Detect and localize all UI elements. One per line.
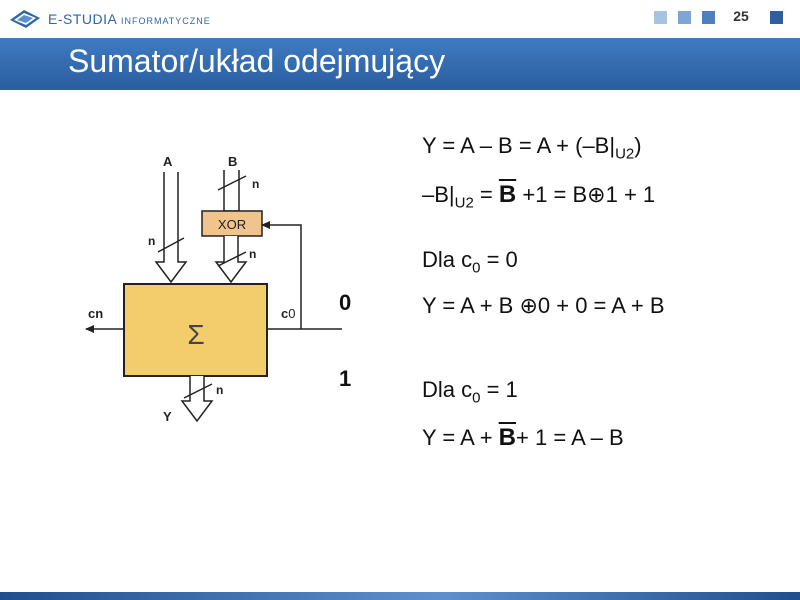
formula-line-2: –B|U2 = B +1 = B⊕1 + 1 [422,181,656,212]
width-label: n [148,234,155,248]
header-square [770,11,783,24]
carry-in-label: c0 [281,306,295,321]
b-overline: B [498,424,517,451]
width-label: n [252,177,259,191]
b-overline: B [498,181,517,208]
control-value-zero: 0 [339,290,352,315]
logo: E-STUDIA INFORMATYCZNE [8,4,211,34]
control-line [261,221,302,329]
xor-label: XOR [218,217,246,232]
width-label: n [249,247,256,261]
input-a-label: A [163,154,173,169]
page-number: 25 [733,8,749,24]
header-square [654,11,667,24]
formula-line-6: Y = A + B+ 1 = A – B [422,424,624,451]
control-value-one: 1 [339,366,352,391]
title-bar: Sumator/układ odejmujący [0,38,800,90]
logo-main: E-STUDIA [48,11,117,27]
slide-title: Sumator/układ odejmujący [68,43,446,79]
header-square [702,11,715,24]
formula-line-3: Dla c0 = 0 [422,247,518,277]
formula-line-4: Y = A + B ⊕0 + 0 = A + B [422,293,665,318]
input-a-arrow [154,172,188,284]
logo-icon [10,10,40,28]
bottom-bar [0,592,800,600]
formula-line-1: Y = A – B = A + (–B|U2) [422,133,642,163]
output-y-label: Y [163,409,172,424]
width-label: n [216,383,223,397]
logo-sub: INFORMATYCZNE [120,16,211,26]
formula-line-5: Dla c0 = 1 [422,377,518,407]
output-y-arrow [180,376,214,423]
input-b-label: B [228,154,237,169]
xor-output-arrow [214,236,248,284]
header-square [678,11,691,24]
carry-out-label: cn [88,306,103,321]
input-b-arrow [217,170,247,212]
sum-symbol: Σ [187,319,204,350]
logo-text: E-STUDIA INFORMATYCZNE [48,11,211,27]
adder-block [123,283,268,377]
